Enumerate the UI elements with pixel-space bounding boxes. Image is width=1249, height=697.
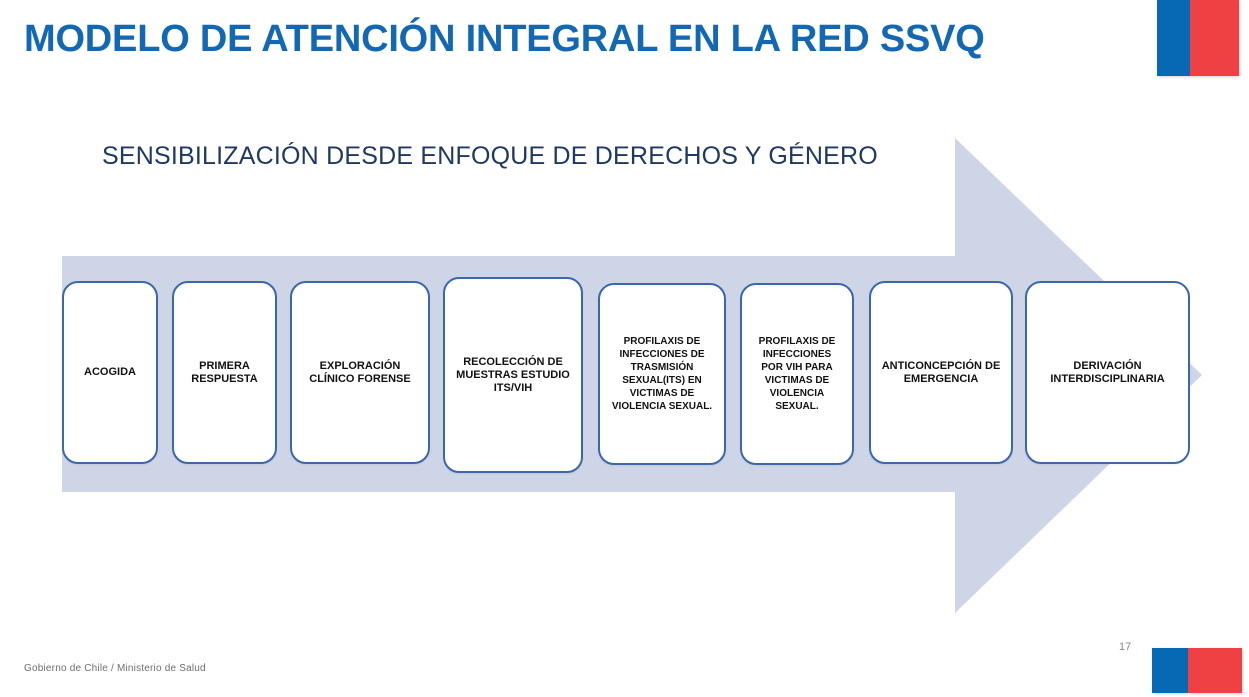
process-step-profilaxis-its[interactable]: PROFILAXIS DE INFECCIONES DE TRASMISIÓN … bbox=[598, 283, 726, 465]
process-step-exploracion-clinico-forense[interactable]: EXPLORACIÓN CLÍNICO FORENSE bbox=[290, 281, 430, 464]
process-step-acogida[interactable]: ACOGIDA bbox=[62, 281, 158, 464]
process-step-label: ANTICONCEPCIÓN DE EMERGENCIA bbox=[881, 359, 1001, 385]
flag-red-band bbox=[1189, 0, 1239, 76]
page-title: MODELO DE ATENCIÓN INTEGRAL EN LA RED SS… bbox=[24, 18, 985, 60]
process-step-label: PRIMERA RESPUESTA bbox=[191, 359, 258, 385]
process-step-profilaxis-vih[interactable]: PROFILAXIS DE INFECCIONES POR VIH PARA V… bbox=[740, 283, 854, 465]
process-step-primera-respuesta[interactable]: PRIMERA RESPUESTA bbox=[172, 281, 277, 464]
process-step-label: PROFILAXIS DE INFECCIONES DE TRASMISIÓN … bbox=[611, 336, 713, 412]
flag-blue-band bbox=[1157, 0, 1190, 76]
process-step-label: PROFILAXIS DE INFECCIONES POR VIH PARA V… bbox=[758, 336, 836, 412]
subtitle: SENSIBILIZACIÓN DESDE ENFOQUE DE DERECHO… bbox=[102, 142, 878, 170]
page-number: 17 bbox=[1119, 641, 1132, 653]
flag-blue-band bbox=[1152, 648, 1188, 693]
process-step-label: ACOGIDA bbox=[84, 366, 136, 378]
process-step-label: RECOLECCIÓN DE MUESTRAS ESTUDIO ITS/VIH bbox=[456, 355, 570, 394]
process-step-label: DERIVACIÓN INTERDISCIPLINARIA bbox=[1050, 359, 1165, 385]
process-step-recoleccion-muestras[interactable]: RECOLECCIÓN DE MUESTRAS ESTUDIO ITS/VIH bbox=[443, 277, 583, 473]
process-step-derivacion-interdisciplinaria[interactable]: DERIVACIÓN INTERDISCIPLINARIA bbox=[1025, 281, 1190, 464]
process-step-label: EXPLORACIÓN CLÍNICO FORENSE bbox=[309, 359, 411, 385]
chile-flag-logo-top bbox=[1157, 0, 1239, 76]
process-step-anticoncepcion-emergencia[interactable]: ANTICONCEPCIÓN DE EMERGENCIA bbox=[869, 281, 1013, 464]
flag-red-band bbox=[1188, 648, 1242, 693]
chile-flag-logo-bottom bbox=[1152, 648, 1242, 693]
footer-organization-label: Gobierno de Chile / Ministerio de Salud bbox=[24, 663, 206, 674]
